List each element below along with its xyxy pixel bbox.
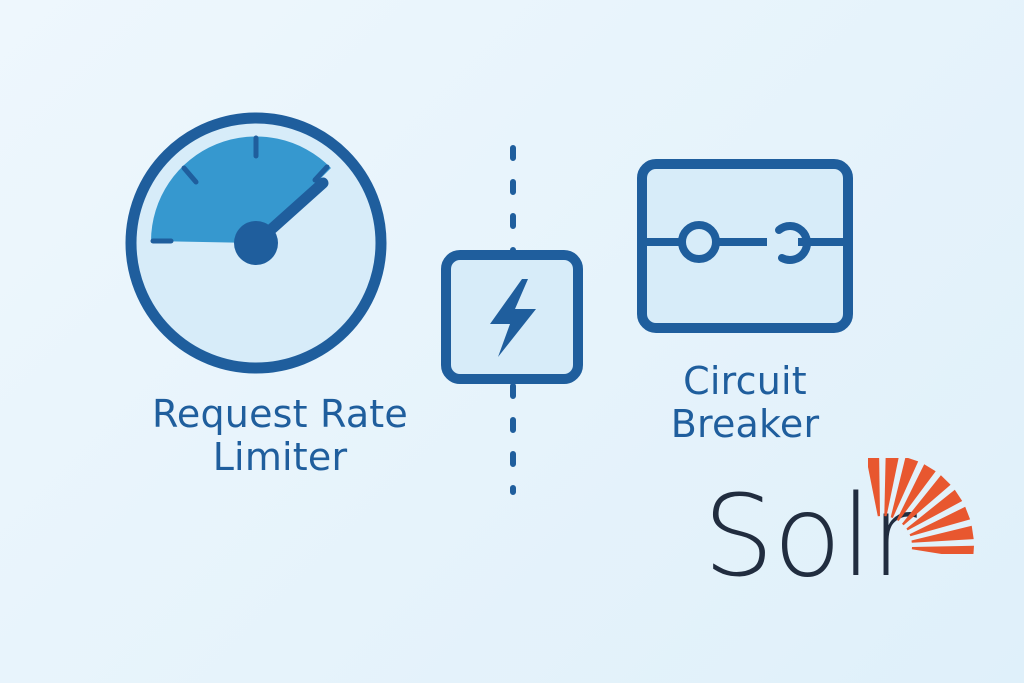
speedometer-icon	[125, 112, 387, 374]
circuit-breaker-icon	[637, 159, 853, 333]
sunburst-ray	[890, 458, 919, 518]
circuit-breaker-label-line-2: Breaker	[670, 401, 820, 446]
solr-wordmark: Solr	[703, 472, 917, 602]
sunburst-ray	[868, 458, 880, 517]
rate-limiter-label-line-2: Limiter	[212, 434, 348, 479]
solr-sunburst-icon	[868, 458, 974, 554]
rate-limiter-label: Request Rate Limiter	[108, 393, 452, 478]
sunburst-ray	[884, 458, 899, 517]
sunburst-ray	[896, 464, 936, 521]
sunburst-ray	[911, 525, 974, 543]
sunburst-ray	[909, 506, 971, 537]
circuit-breaker-label-line-1: Circuit	[683, 359, 807, 403]
rate-limiter-label-line-1: Request Rate	[152, 392, 408, 436]
sunburst-ray	[906, 489, 963, 531]
circuit-breaker-label: Circuit Breaker	[640, 360, 850, 445]
lightning-bolt-icon	[441, 250, 583, 384]
sunburst-ray	[911, 545, 974, 554]
sunburst-ray	[902, 475, 951, 526]
